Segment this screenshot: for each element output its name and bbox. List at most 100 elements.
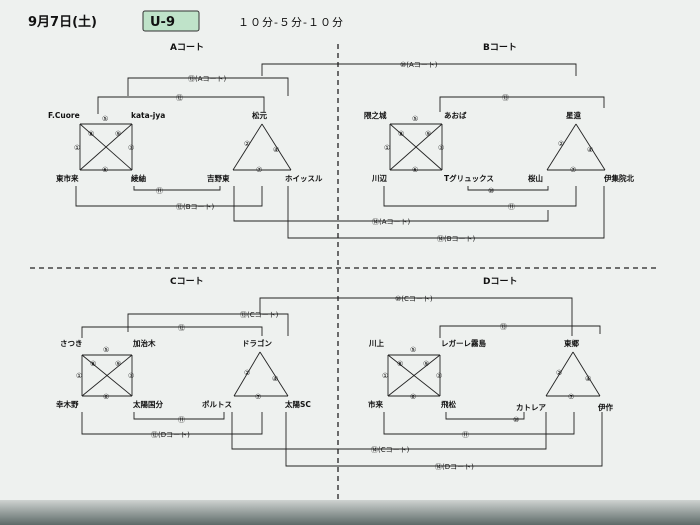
svg-text:④: ④ <box>272 375 278 383</box>
cross-d14c <box>231 412 547 450</box>
team-kawanabe: 川辺 <box>371 173 387 183</box>
team-hiramatsu: 飛松 <box>440 399 456 409</box>
link-cd10: ⑩(Cコート) <box>395 295 433 303</box>
svg-text:⑥: ⑥ <box>103 393 109 401</box>
team-whistle: ホイッスル <box>285 174 323 183</box>
svg-text:③: ③ <box>128 144 134 152</box>
link-c12d: ⑫(Dコート) <box>151 431 190 439</box>
svg-text:⑥: ⑥ <box>410 393 416 401</box>
court-d-title: Dコート <box>483 276 517 287</box>
svg-text:⑨: ⑨ <box>115 360 121 368</box>
link-b13: ⑬ <box>502 94 509 102</box>
team-kawakami: 川上 <box>368 338 384 348</box>
category-label: U-9 <box>150 15 175 30</box>
svg-text:④: ④ <box>273 146 279 154</box>
svg-text:②: ② <box>558 140 564 148</box>
link-a11: ⑪ <box>156 187 163 195</box>
svg-text:③: ③ <box>436 372 442 380</box>
svg-text:①: ① <box>76 372 82 380</box>
team-ijuin: 伊集院北 <box>603 173 634 183</box>
court-b-title: Bコート <box>483 42 517 53</box>
svg-text:③: ③ <box>128 372 134 380</box>
svg-text:⑤: ⑤ <box>102 115 108 123</box>
svg-text:⑨: ⑨ <box>425 130 431 138</box>
link-c12: ⑫ <box>178 324 185 332</box>
svg-text:①: ① <box>384 144 390 152</box>
link-d14c: ⑭(Cコート) <box>371 446 410 454</box>
court-a-title: Aコート <box>170 42 204 53</box>
team-higashigo: 東郷 <box>564 338 579 348</box>
svg-text:⑥: ⑥ <box>102 166 108 174</box>
team-katorea: カトレア <box>516 403 546 412</box>
cross-cd10 <box>259 297 573 336</box>
team-higashiichirai-a: 東市来 <box>56 173 79 183</box>
svg-text:⑤: ⑤ <box>410 346 416 354</box>
court-c-title: Cコート <box>170 276 204 287</box>
link-ab10: ⑩(Aコート) <box>400 61 438 69</box>
svg-text:⑤: ⑤ <box>412 115 418 123</box>
svg-text:①: ① <box>382 372 388 380</box>
team-aoba: あおば <box>444 110 467 120</box>
svg-text:③: ③ <box>438 144 444 152</box>
link-b10: ⑩ <box>488 187 494 195</box>
svg-text:⑧: ⑧ <box>398 130 404 138</box>
svg-text:④: ④ <box>587 146 593 154</box>
team-fcuore: F.Cuore <box>48 111 80 120</box>
svg-text:⑧: ⑧ <box>397 360 403 368</box>
svg-text:①: ① <box>74 144 80 152</box>
table-surface <box>0 500 700 525</box>
svg-text:⑦: ⑦ <box>568 393 574 401</box>
link-ab13: ⑬(Aコート) <box>188 75 227 83</box>
team-kyonojo: 隈之城 <box>364 110 387 120</box>
svg-text:⑦: ⑦ <box>570 166 576 174</box>
svg-text:⑤: ⑤ <box>103 346 109 354</box>
link-d14d: ⑭(Dコート) <box>435 463 474 471</box>
svg-text:②: ② <box>244 140 250 148</box>
category-badge <box>142 10 200 32</box>
team-taiyosc: 太陽SC <box>285 399 311 409</box>
team-tgriquix: Tグリュックス <box>444 173 494 183</box>
svg-text:②: ② <box>556 369 562 377</box>
team-satsuki: さつき <box>60 339 83 348</box>
team-matsumoto: 松元 <box>252 110 267 120</box>
svg-text:⑧: ⑧ <box>90 360 96 368</box>
link-a12b: ⑫(Bコート) <box>176 203 215 211</box>
cross-b14b <box>287 186 605 239</box>
svg-text:⑦: ⑦ <box>256 166 262 174</box>
team-sakurayama: 桜山 <box>528 173 543 183</box>
link-b14b: ⑭(Bコート) <box>437 235 476 243</box>
svg-text:⑦: ⑦ <box>255 393 261 401</box>
court-b-group: ⑤ ⑧ ⑨ ① ③ ⑥ ② ④ ⑦ 隈之城 あおば 星遠 川辺 Tグリュックス … <box>364 94 634 211</box>
svg-text:②: ② <box>244 369 250 377</box>
court-d-group: ⑤ ⑧ ⑨ ① ③ ⑥ ② ④ ⑦ 川上 レガーレ霧島 東郷 市来 飛松 カトレ… <box>368 323 613 439</box>
link-d11: ⑪ <box>462 431 469 439</box>
court-c-group: ⑤ ⑧ ⑨ ① ③ ⑥ ② ④ ⑦ さつき 加治木 幸木野 太陽国分 ドラゴン … <box>56 311 311 439</box>
date-label: 9月7日(土) <box>28 14 97 30</box>
svg-text:⑧: ⑧ <box>88 130 94 138</box>
team-seiryo: 星遠 <box>566 110 581 120</box>
team-hachimanno: 幸木野 <box>56 399 79 409</box>
team-katajya: kata-jya <box>131 111 165 120</box>
cross-ab10 <box>261 63 577 76</box>
team-yoshinohigashi: 吉野東 <box>207 173 230 183</box>
bracket-sheet <box>0 0 700 500</box>
link-a12: ⑫ <box>176 94 183 102</box>
cross-b14a <box>233 186 549 222</box>
cross-d14d <box>285 412 603 467</box>
team-taiyokokubu: 太陽国分 <box>133 399 163 409</box>
link-b14a: ⑭(Aコート) <box>372 218 411 226</box>
team-ayaginu: 綾紬 <box>131 173 146 183</box>
team-porutosu: ポルトス <box>202 399 232 409</box>
link-c11: ⑪ <box>178 416 185 424</box>
court-a-group: ⑤ ⑧ ⑨ ① ③ ⑥ ② ④ ⑦ F.Cuore kata-jya 東市来 綾… <box>48 75 323 211</box>
match-format: １０分-５分-１０分 <box>238 16 344 29</box>
link-b11: ⑪ <box>508 203 515 211</box>
link-cd13: ⑬(Cコート) <box>240 311 279 319</box>
link-d10: ⑩ <box>513 416 519 424</box>
team-dragon: ドラゴン <box>242 338 272 348</box>
svg-text:⑨: ⑨ <box>115 130 121 138</box>
svg-text:⑨: ⑨ <box>423 360 429 368</box>
team-higashiichirai-d: 市来 <box>368 399 383 409</box>
team-kajiki: 加治木 <box>132 338 156 348</box>
